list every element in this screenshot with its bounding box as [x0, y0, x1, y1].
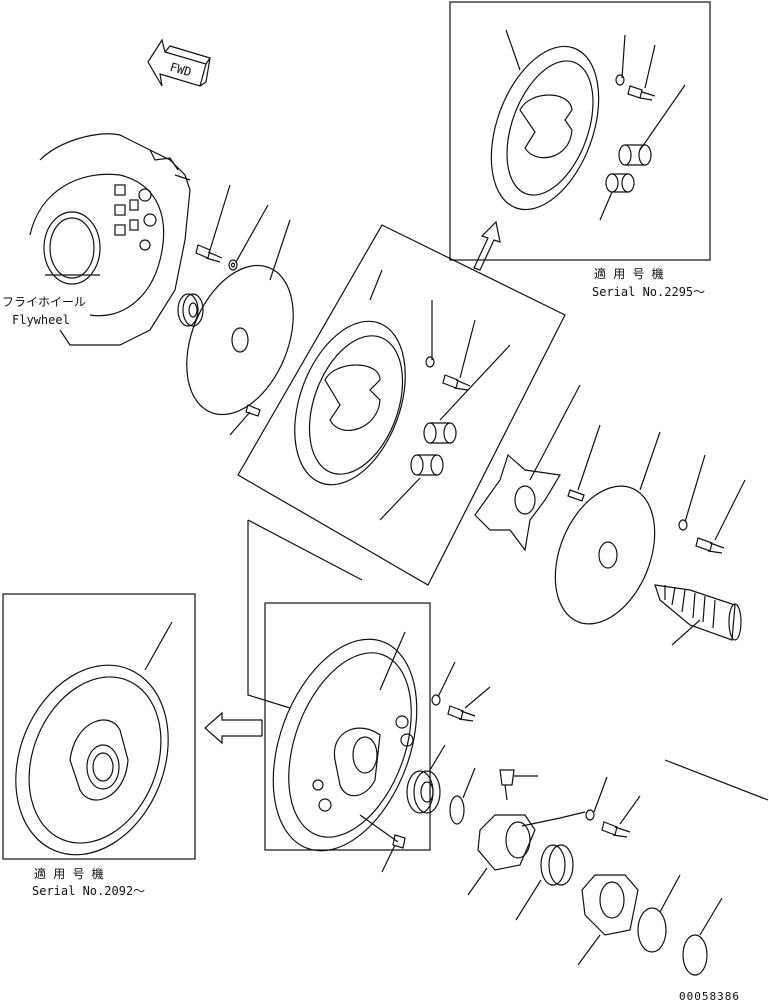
flywheel-housing	[29, 133, 191, 346]
top-bolt	[627, 44, 656, 101]
serial-left-jp: 適 用 号 機	[34, 866, 104, 881]
fwd-arrow-icon: FWD	[147, 38, 211, 87]
leader-line	[359, 814, 399, 843]
bearing-housing	[467, 811, 586, 896]
spider-hub	[474, 384, 581, 552]
bolt	[195, 184, 231, 263]
snap-ring	[449, 767, 476, 825]
top-washer	[615, 34, 626, 86]
serial-top-jp: 適 用 号 機	[594, 266, 664, 281]
flywheel-label-jp: フライホイール	[2, 295, 86, 309]
splined-shaft	[654, 584, 742, 646]
right-bolt	[695, 479, 746, 554]
rubber-block	[379, 344, 511, 521]
left-flywheel-housing	[15, 621, 173, 856]
housing-frame	[247, 519, 363, 709]
coupling-bolt	[442, 319, 476, 391]
lower-right-washer	[585, 776, 608, 821]
coupling-assembly-frame	[237, 224, 566, 586]
cap	[637, 874, 681, 953]
coupling-flange	[294, 269, 406, 486]
arrow-to-left-variant	[204, 711, 263, 745]
spring-pin	[567, 424, 601, 502]
flywheel-label-en: Flywheel	[12, 313, 70, 327]
plug	[381, 834, 406, 873]
variant-box-left	[2, 593, 196, 860]
lower-right-bolt	[601, 795, 641, 838]
top-coupling-flange	[490, 29, 600, 211]
right-washer	[678, 454, 706, 531]
drive-plate	[186, 219, 294, 416]
pin	[229, 404, 261, 436]
coupling-washer	[425, 300, 435, 368]
variant-box-top	[449, 1, 711, 261]
housing-box	[264, 602, 431, 851]
ball-bearing	[406, 744, 446, 814]
retaining-ring	[682, 897, 723, 976]
drawing-number: 00058386	[679, 990, 740, 1003]
oil-seal	[515, 844, 574, 921]
serial-top-en: Serial No.2295～	[592, 285, 705, 299]
bearing	[177, 293, 204, 327]
arrow-to-top-variant	[473, 220, 501, 271]
lower-washer	[431, 661, 456, 706]
flywheel-housing-lower	[272, 631, 418, 852]
washer	[228, 204, 269, 271]
lower-bolt	[447, 686, 491, 722]
top-rubber-block	[599, 84, 686, 221]
flange-housing	[577, 874, 639, 966]
right-plate	[554, 431, 661, 625]
fwd-label: FWD	[168, 60, 193, 79]
grease-fitting	[499, 769, 538, 801]
leader-line	[664, 759, 769, 801]
serial-left-en: Serial No.2092～	[32, 884, 145, 898]
